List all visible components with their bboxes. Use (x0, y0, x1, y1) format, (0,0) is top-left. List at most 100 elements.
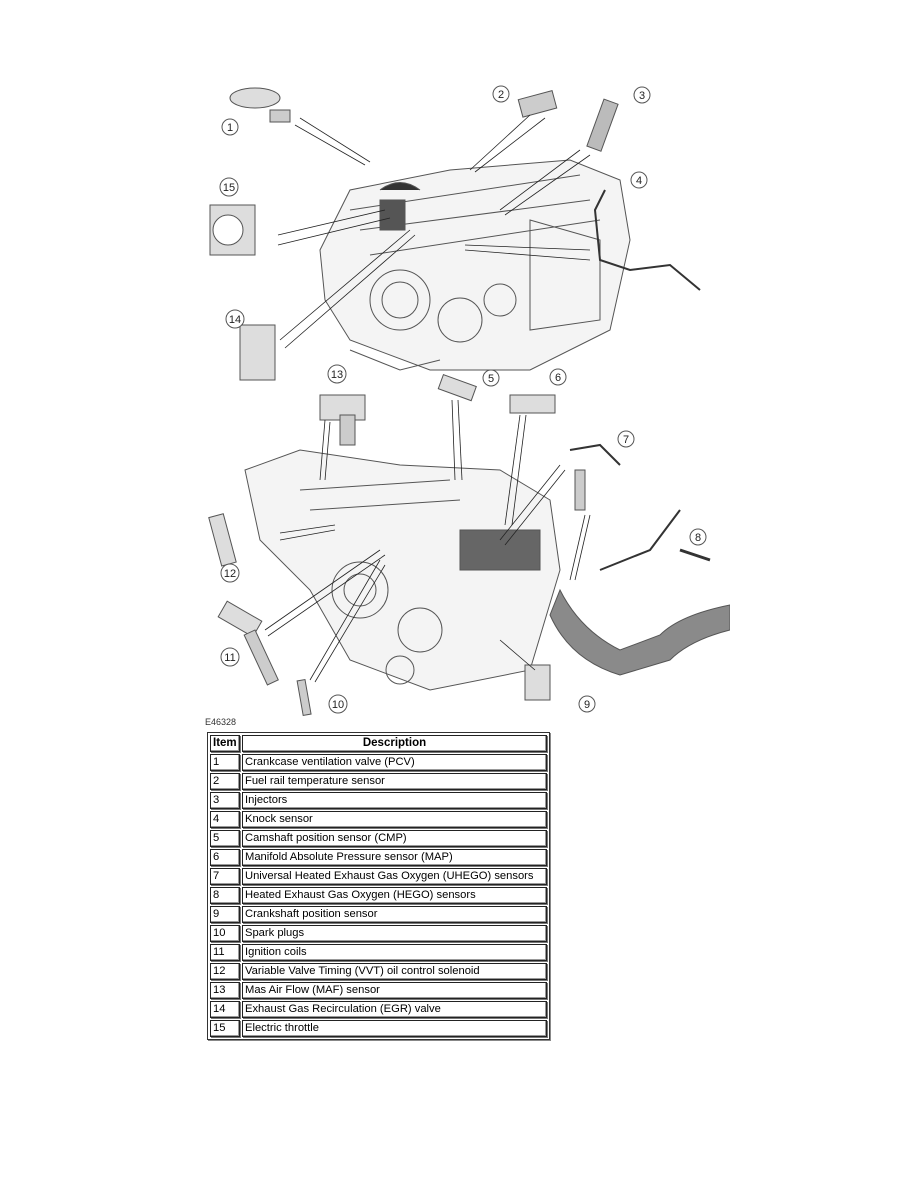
item-number: 7 (210, 868, 240, 885)
component-egr-valve (239, 324, 276, 381)
engine-sensor-location-diagram: 1 2 3 4 5 6 7 8 9 10 11 12 13 14 15 (200, 70, 730, 720)
item-number: 5 (210, 830, 240, 847)
svg-text:12: 12 (224, 568, 236, 580)
item-description: Camshaft position sensor (CMP) (242, 830, 547, 847)
item-number: 9 (210, 906, 240, 923)
item-description: Fuel rail temperature sensor (242, 773, 547, 790)
svg-text:3: 3 (639, 90, 645, 102)
callout-11: 11 (220, 647, 240, 667)
item-number: 4 (210, 811, 240, 828)
svg-text:5: 5 (488, 373, 494, 385)
item-number: 1 (210, 754, 240, 771)
item-description: Injectors (242, 792, 547, 809)
svg-text:11: 11 (224, 652, 235, 664)
item-number: 6 (210, 849, 240, 866)
table-header-row: Item Description (210, 735, 547, 752)
callout-10: 10 (328, 694, 348, 714)
callout-13: 13 (327, 364, 347, 384)
item-number: 11 (210, 944, 240, 961)
item-description: Manifold Absolute Pressure sensor (MAP) (242, 849, 547, 866)
item-description: Heated Exhaust Gas Oxygen (HEGO) sensors (242, 887, 547, 904)
lower-engine-drawing (244, 449, 730, 691)
figure-id: E46328 (205, 717, 237, 727)
callout-2: 2 (492, 85, 510, 103)
component-uhego-sensor (569, 443, 621, 511)
callout-markers: 1 2 3 4 5 6 7 8 9 10 11 12 13 14 15 (219, 85, 707, 714)
component-knock-sensor (593, 189, 701, 291)
item-description: Spark plugs (242, 925, 547, 942)
item-description: Knock sensor (242, 811, 547, 828)
header-description: Description (242, 735, 547, 752)
item-number: 3 (210, 792, 240, 809)
callout-7: 7 (617, 430, 635, 448)
item-number: 13 (210, 982, 240, 999)
leader-lines (264, 114, 591, 683)
item-number: 10 (210, 925, 240, 942)
engine-illustration: 1 2 3 4 5 6 7 8 9 10 11 12 13 14 15 (208, 85, 730, 717)
component-electric-throttle (209, 204, 256, 256)
callout-9: 9 (578, 695, 596, 713)
callout-5: 5 (482, 369, 500, 387)
item-number: 8 (210, 887, 240, 904)
svg-text:10: 10 (332, 699, 344, 711)
item-number: 12 (210, 963, 240, 980)
item-description: Mas Air Flow (MAF) sensor (242, 982, 547, 999)
item-number: 15 (210, 1020, 240, 1037)
svg-text:7: 7 (623, 434, 629, 446)
callout-14: 14 (225, 309, 245, 329)
component-spark-plug (296, 678, 312, 717)
item-description: Electric throttle (242, 1020, 547, 1037)
callout-3: 3 (633, 86, 651, 104)
svg-text:14: 14 (229, 314, 241, 326)
svg-text:15: 15 (223, 182, 235, 194)
callout-6: 6 (549, 368, 567, 386)
callout-4: 4 (630, 171, 648, 189)
item-description: Variable Valve Timing (VVT) oil control … (242, 963, 547, 980)
component-injector (586, 98, 619, 152)
callout-15: 15 (219, 177, 239, 197)
header-item: Item (210, 735, 240, 752)
component-fuel-rail-temp-sensor (517, 90, 558, 118)
svg-text:4: 4 (636, 175, 642, 187)
callout-12: 12 (220, 563, 240, 583)
component-map-sensor (509, 394, 556, 414)
item-description: Crankshaft position sensor (242, 906, 547, 923)
svg-text:8: 8 (695, 532, 701, 544)
component-pcv-valve (229, 87, 291, 123)
svg-text:6: 6 (555, 372, 561, 384)
component-vvt-solenoid (208, 513, 237, 567)
item-description: Ignition coils (242, 944, 547, 961)
upper-engine-drawing (319, 159, 631, 371)
item-description: Exhaust Gas Recirculation (EGR) valve (242, 1001, 547, 1018)
component-ignition-coil (217, 600, 279, 686)
item-number: 14 (210, 1001, 240, 1018)
component-hego-sensor (599, 509, 711, 571)
svg-text:1: 1 (227, 122, 233, 134)
callout-8: 8 (689, 528, 707, 546)
item-number: 2 (210, 773, 240, 790)
callout-1: 1 (221, 118, 239, 136)
svg-text:9: 9 (584, 699, 590, 711)
component-cmp-sensor (437, 373, 477, 402)
svg-text:2: 2 (498, 89, 504, 101)
item-description: Crankcase ventilation valve (PCV) (242, 754, 547, 771)
component-maf-sensor (319, 394, 366, 446)
component-crankshaft-sensor (524, 664, 551, 701)
item-description: Universal Heated Exhaust Gas Oxygen (UHE… (242, 868, 547, 885)
